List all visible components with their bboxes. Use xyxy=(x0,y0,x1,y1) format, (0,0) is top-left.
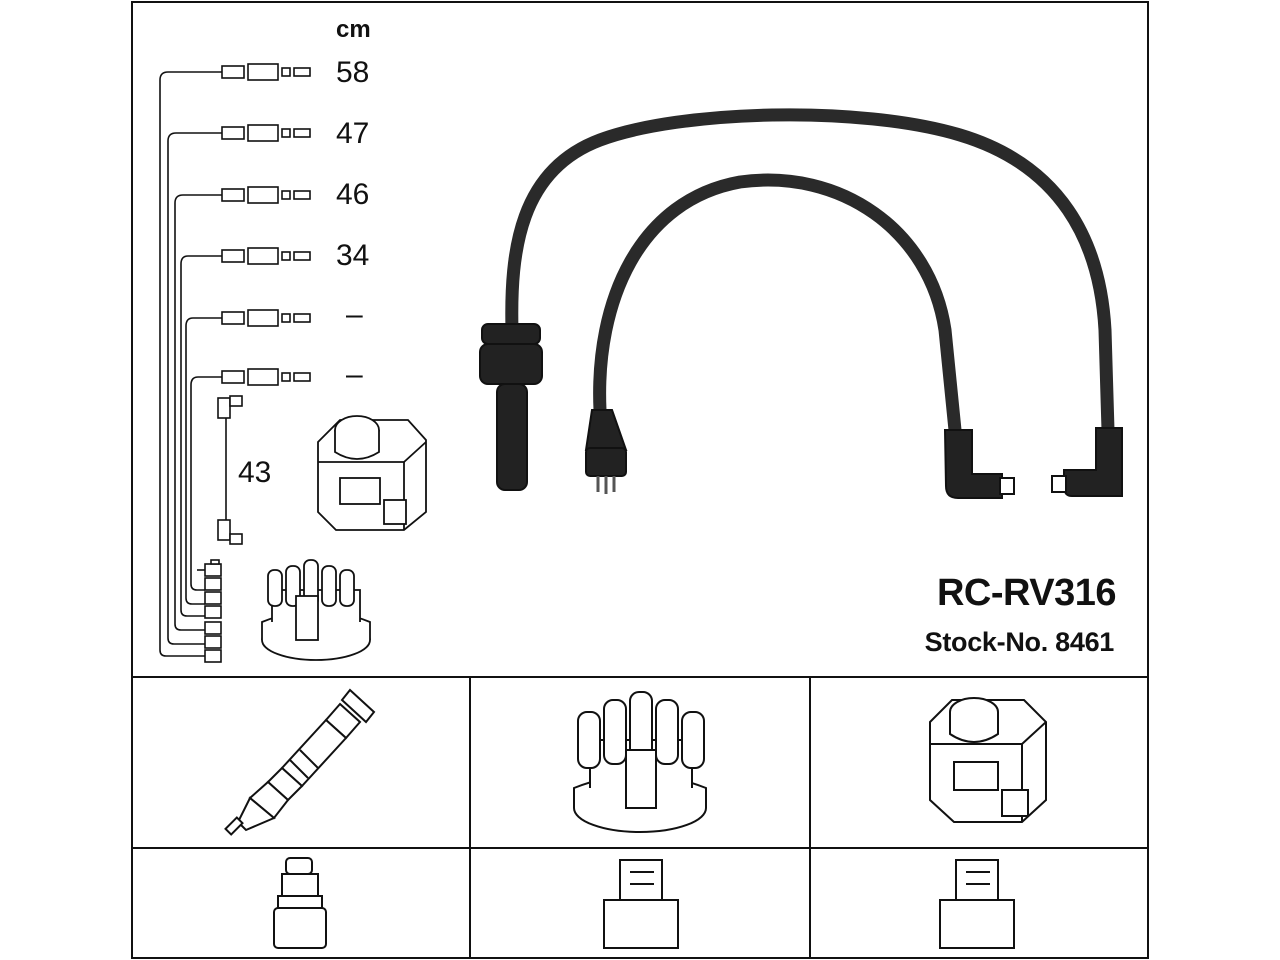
stock-number: Stock-No. 8461 xyxy=(924,627,1115,657)
coil-lead-length: 43 xyxy=(238,456,272,489)
connector-row-4 xyxy=(221,247,311,265)
schematic-connectors xyxy=(204,63,311,663)
diagram-frame xyxy=(131,1,1149,959)
coil-terminal-icon xyxy=(939,859,1015,949)
long-cable xyxy=(505,108,1115,437)
connector-row-6 xyxy=(221,368,311,386)
product-code: RC-RV316 xyxy=(936,572,1117,614)
cable-length-1: 58 xyxy=(336,56,370,89)
schematic-distributor-cap xyxy=(261,559,371,661)
cable-schematic xyxy=(159,71,227,657)
connector-row-1 xyxy=(221,63,311,81)
distributor-cap-icon xyxy=(573,691,707,833)
schematic-ignition-coil xyxy=(317,415,427,531)
distributor-cap-terminal-icon xyxy=(603,859,679,949)
cable-length-4: 34 xyxy=(336,239,370,272)
ignition-coil-icon xyxy=(929,697,1047,823)
cable-length-6: – xyxy=(346,358,363,391)
unit-label: cm xyxy=(336,16,371,43)
ignition-cables xyxy=(505,108,1115,437)
connector-row-2 xyxy=(221,124,311,142)
spark-plug-icon xyxy=(224,688,376,836)
cable-length-3: 46 xyxy=(336,178,370,211)
cable-length-2: 47 xyxy=(336,117,370,150)
short-cable xyxy=(593,173,962,437)
cable-boots xyxy=(479,323,1123,499)
spark-plug-terminal-icon xyxy=(273,857,327,949)
connector-row-5 xyxy=(221,309,311,327)
connector-row-3 xyxy=(221,186,311,204)
cable-length-5: – xyxy=(346,298,363,331)
